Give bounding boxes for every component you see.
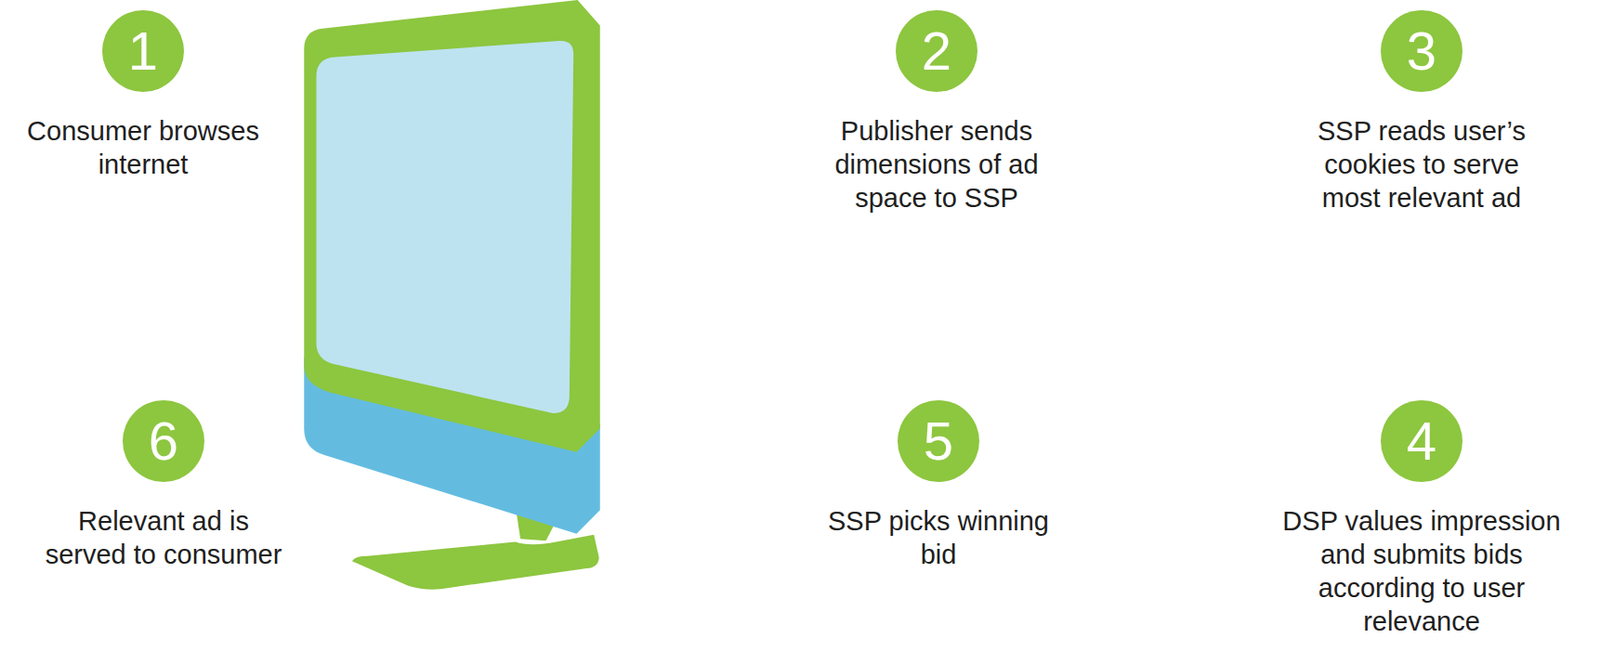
step-node: 3SSP reads user’s cookies to serve most … [1303,10,1541,215]
monitor-screen [315,40,574,414]
step-node: 6Relevant ad is served to consumer [42,400,285,572]
step-number: 3 [1380,10,1463,92]
step-node: 1Consumer browses internet [8,10,278,182]
step-caption: Consumer browses internet [8,114,278,182]
step-node: 5SSP picks winning bid [813,400,1064,572]
step-caption: SSP picks winning bid [813,504,1064,572]
step-node: 4DSP values impression and submits bids … [1272,400,1571,639]
step-number: 1 [102,10,184,92]
monitor-base [352,535,600,591]
step-number: 4 [1380,400,1463,483]
step-caption: SSP reads user’s cookies to serve most r… [1303,114,1541,215]
step-number: 6 [122,400,205,483]
step-node: 2Publisher sends dimensions of ad space … [827,10,1047,215]
step-number: 2 [895,10,978,92]
monitor-frame [303,0,600,453]
step-caption: Publisher sends dimensions of ad space t… [827,114,1047,215]
step-caption: Relevant ad is served to consumer [42,504,285,572]
step-caption: DSP values impression and submits bids a… [1272,504,1571,639]
step-number: 5 [897,400,980,483]
